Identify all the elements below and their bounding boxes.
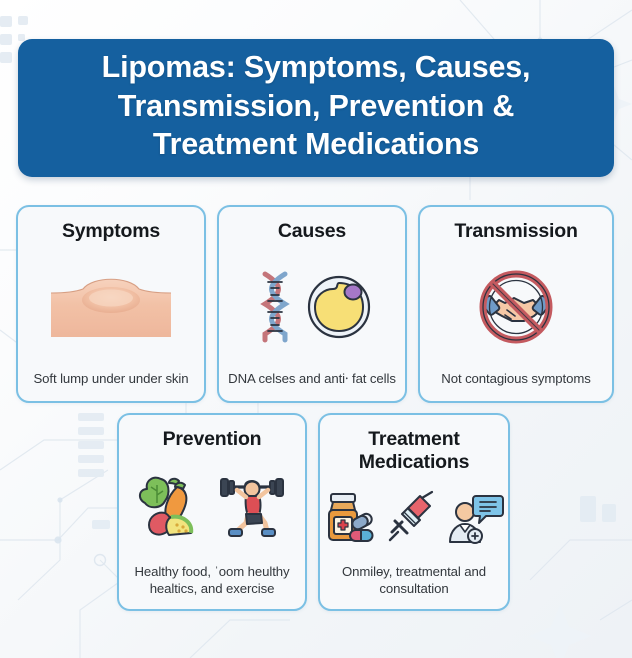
card-symptoms-description: Soft lump under under skin [33,371,189,387]
pill-bottle-icon [328,492,374,542]
card-prevention-icons [127,451,297,563]
healthy-food-icon [139,476,194,536]
weightlifter-icon [220,477,284,537]
card-symptoms-title: Symptoms [61,220,161,242]
doctor-consultation-icon [449,494,504,544]
card-causes-description: DNA celses and anti⸱ fat cells [228,371,396,387]
fat-cell-icon [307,275,371,338]
card-symptoms-icons [26,243,196,371]
no-handshake-icon [479,270,553,344]
card-treatment-description: Onmilɵy, treatmental and consultation [342,563,486,597]
card-causes-icons [227,243,397,371]
syringe-icon [388,490,434,542]
card-treatment-icons [328,475,504,563]
dna-helix-icon [260,271,290,343]
card-treatment-title: Treatment Medications [358,428,470,474]
card-prevention: Prevention [117,413,307,611]
page-title: Lipomas: Symptoms, Causes, Transmission,… [101,50,531,162]
card-transmission: Transmission Not contagio [418,205,614,403]
card-prevention-title: Prevention [162,428,262,450]
card-treatment: Treatment Medications [318,413,510,611]
card-causes-title: Causes [277,220,347,242]
card-transmission-description: Not contagious symptoms [441,371,591,387]
card-transmission-icons [428,243,604,371]
card-transmission-title: Transmission [454,220,578,242]
card-symptoms: Symptoms [16,205,206,403]
card-causes: Causes [217,205,407,403]
skin-lump-icon [50,278,172,337]
title-banner: Lipomas: Symptoms, Causes, Transmission,… [18,39,614,177]
card-prevention-description: Healthy food, ˈoom heulthy healtics, and… [134,563,290,597]
